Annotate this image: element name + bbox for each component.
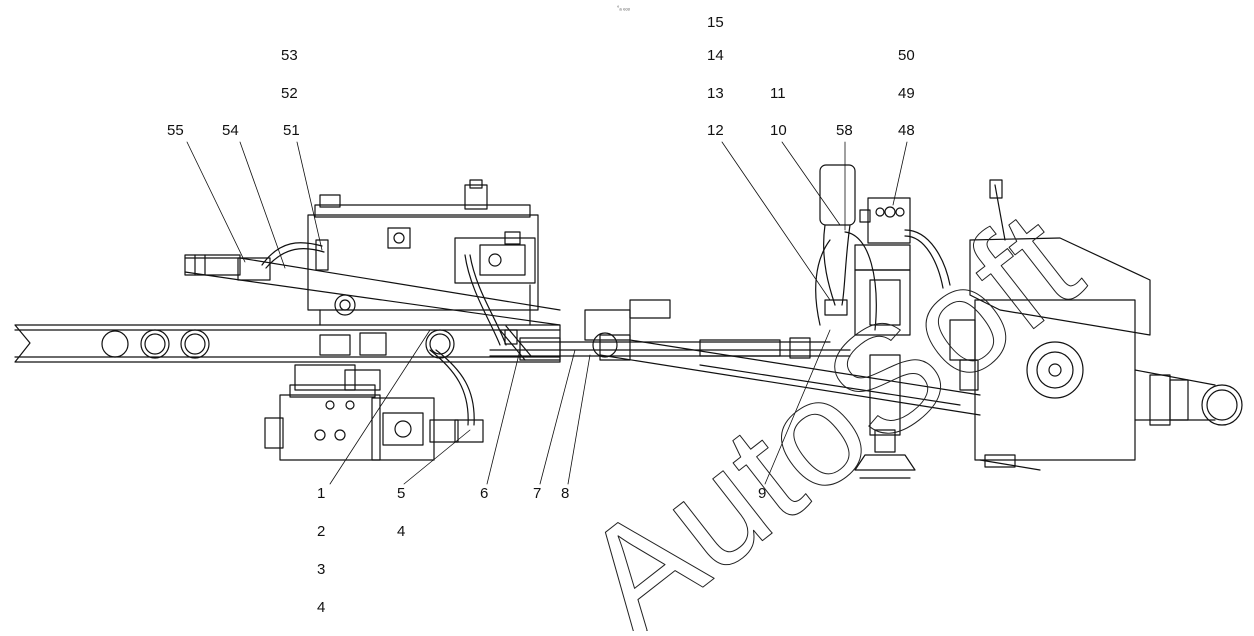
boom-tube: [184, 254, 561, 326]
callout-50: 50: [898, 47, 915, 64]
callout-11: 11: [770, 85, 786, 102]
top-mark: °ₐ ₑₒₒ: [617, 6, 631, 12]
chassis-frame: [14, 324, 561, 363]
callout-49: 49: [898, 85, 915, 102]
callout-6: 6: [480, 485, 489, 502]
callout-10: 10: [770, 122, 787, 139]
hopper-box: [949, 179, 1243, 471]
callout-8: 8: [561, 485, 570, 502]
pump-unit: [264, 364, 484, 461]
callout-13: 13: [707, 85, 724, 102]
callout-55: 55: [167, 122, 184, 139]
callout-52: 52: [281, 85, 298, 102]
callout-54: 54: [222, 122, 239, 139]
callout-4-bottom: 4: [317, 599, 326, 616]
support-leg: [854, 354, 916, 479]
callout-7: 7: [533, 485, 542, 502]
callout-2: 2: [317, 523, 326, 540]
callout-5: 5: [397, 485, 406, 502]
callout-1: 1: [317, 485, 326, 502]
central-piping: [489, 299, 851, 361]
callout-12: 12: [707, 122, 724, 139]
watermark-text: AutoSoft: [552, 178, 1109, 631]
callout-48: 48: [898, 122, 915, 139]
callout-4-mid: 4: [397, 523, 406, 540]
callout-3: 3: [317, 561, 326, 578]
inclined-beam: [599, 339, 981, 416]
callout-15: 15: [707, 14, 724, 31]
callout-51: 51: [283, 122, 300, 139]
hydraulic-tank: [307, 179, 539, 326]
callout-53: 53: [281, 47, 298, 64]
callout-9: 9: [758, 485, 767, 502]
hose-lines: [261, 239, 507, 426]
callout-14: 14: [707, 47, 724, 64]
watermark: AutoSoft: [551, 178, 1109, 636]
callout-58: 58: [836, 122, 853, 139]
valve-block: [815, 164, 951, 336]
leader-lines: [186, 141, 908, 485]
